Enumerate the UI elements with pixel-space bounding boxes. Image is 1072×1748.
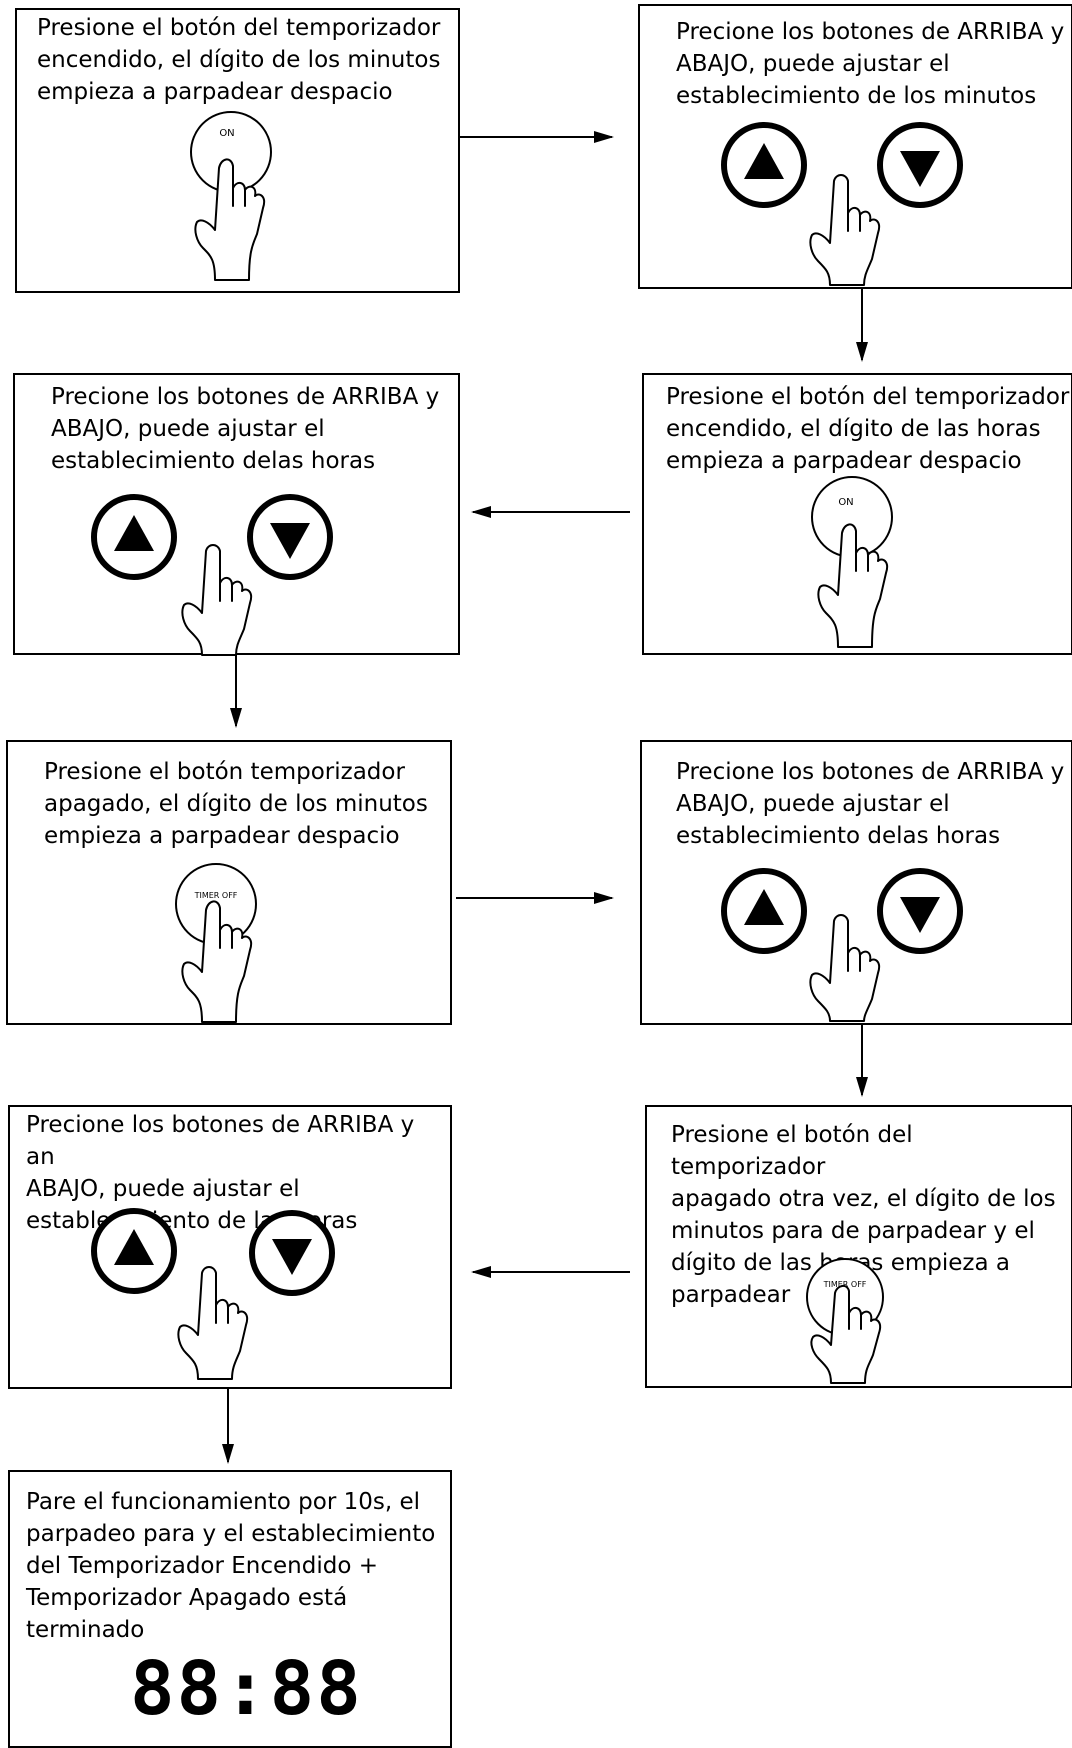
timer-on-button-press-illustration-2: ON — [811, 476, 893, 648]
step-5-text: Presione el botón temporizador apagado, … — [44, 759, 428, 849]
timer-off-button-press-illustration: TIMER OFF — [175, 863, 257, 1023]
step-3-box: Presione el botón del temporizador encen… — [642, 373, 1072, 655]
step-4-text: Precione los botones de ARRIBA y ABAJO, … — [51, 384, 440, 474]
step-4-box: Precione los botones de ARRIBA y ABAJO, … — [13, 373, 460, 656]
timer-off-button-press-illustration-2: TIMER OFF — [806, 1258, 884, 1384]
timer-off-button-label: TIMER OFF — [194, 891, 238, 900]
step-1-box: Presione el botón del temporizador encen… — [15, 8, 460, 293]
step-5-box: Presione el botón temporizador apagado, … — [6, 740, 452, 1025]
up-down-buttons-illustration-3 — [721, 868, 963, 1022]
step-1-text: Presione el botón del temporizador encen… — [37, 15, 441, 105]
step-9-box: Pare el funcionamiento por 10s, el parpa… — [8, 1470, 452, 1748]
pointing-hand-icon — [177, 1266, 248, 1380]
step-6-box: Precione los botones de ARRIBA y ABAJO, … — [640, 740, 1072, 1025]
pointing-hand-icon — [809, 174, 880, 286]
pointing-hand-icon — [809, 914, 880, 1022]
pointing-hand-icon — [181, 900, 252, 1023]
pointing-hand-icon — [194, 158, 265, 281]
step-8-text: Precione los botones de ARRIBA y an ABAJ… — [26, 1112, 415, 1234]
timer-on-button-label-2: ON — [838, 497, 853, 508]
lcd-display-readout: 88:88 — [130, 1646, 363, 1732]
step-7-box: Presione el botón del temporizador apaga… — [645, 1105, 1072, 1388]
up-down-buttons-illustration — [721, 122, 963, 286]
timer-off-button-label-2: TIMER OFF — [823, 1280, 867, 1289]
timer-on-button-press-illustration: ON — [190, 111, 272, 281]
pointing-hand-icon — [181, 544, 252, 656]
step-8-box: Precione los botones de ARRIBA y an ABAJ… — [8, 1105, 452, 1389]
up-down-buttons-illustration-4 — [91, 1208, 335, 1380]
step-3-text: Presione el botón del temporizador encen… — [666, 384, 1070, 474]
step-9-text: Pare el funcionamiento por 10s, el parpa… — [26, 1489, 436, 1643]
timer-on-button-label: ON — [219, 128, 234, 139]
step-6-text: Precione los botones de ARRIBA y ABAJO, … — [676, 759, 1065, 849]
step-7-text: Presione el botón del temporizador apaga… — [671, 1122, 1056, 1308]
pointing-hand-icon — [817, 523, 888, 648]
pointing-hand-icon — [810, 1285, 881, 1384]
up-down-buttons-illustration-2 — [91, 494, 333, 656]
step-2-text: Precione los botones de ARRIBA y ABAJO, … — [676, 19, 1065, 109]
step-2-box: Precione los botones de ARRIBA y ABAJO, … — [638, 4, 1072, 289]
